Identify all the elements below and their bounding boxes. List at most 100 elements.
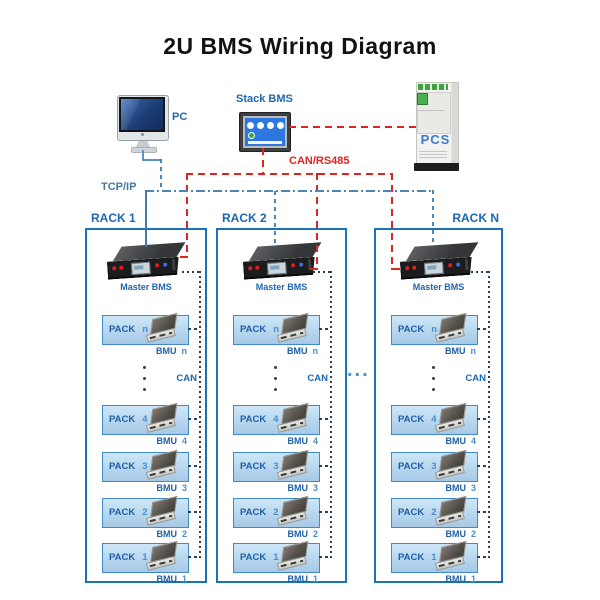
can-rs485-label: CAN/RS485 — [289, 155, 350, 167]
pack-connector — [319, 556, 330, 558]
wire-pc-elbow — [142, 159, 162, 161]
pack-connector — [477, 418, 488, 420]
stack-bms-button — [247, 122, 254, 129]
racks-ellipsis: ... — [347, 359, 370, 381]
server-rack-ear — [172, 259, 176, 270]
daisy-chain-line — [330, 271, 332, 558]
pack-connector — [319, 511, 330, 513]
bmu-device-icon — [273, 312, 312, 345]
wire-can-tick-rackn — [391, 268, 400, 270]
can-label: CAN — [307, 373, 328, 384]
connector-dot — [412, 266, 416, 270]
wire-tcpip-drop-rack2 — [274, 191, 276, 245]
daisy-chain-line — [313, 271, 331, 273]
ellipsis-dot — [274, 366, 277, 369]
pcs-panel-line — [417, 110, 444, 111]
pc-stand — [136, 141, 150, 147]
bmu-device-icon — [142, 495, 181, 528]
bmu-device-icon — [142, 449, 181, 482]
pcs-label: PCS — [420, 132, 451, 147]
pcs-breakers — [418, 84, 448, 90]
bmu-device-icon — [142, 540, 181, 573]
pc-label: PC — [172, 111, 188, 123]
pcs-vents — [419, 149, 447, 158]
can-label: CAN — [176, 373, 197, 384]
ellipsis-dot — [274, 388, 277, 391]
pack-connector — [319, 328, 330, 330]
pack-connector — [477, 511, 488, 513]
stack-bms-label: Stack BMS — [236, 93, 293, 105]
wire-can-drop-rack2 — [316, 173, 318, 270]
master-bms-label: Master BMS — [412, 282, 465, 292]
connector-dot — [299, 263, 303, 267]
daisy-chain-line — [488, 271, 490, 558]
ellipsis-dot — [432, 377, 435, 380]
server-rack-ear — [464, 259, 468, 270]
stack-bms-bottom-bar — [248, 141, 282, 144]
connector-dot — [456, 263, 460, 267]
pack-connector — [188, 328, 199, 330]
connector-dot — [163, 263, 167, 267]
wire-pc-down — [142, 150, 144, 161]
wire-can-drop-rack1 — [186, 173, 188, 258]
bmu-device-icon — [431, 402, 470, 435]
can-label: CAN — [465, 373, 486, 384]
stack-bms-status-led — [248, 132, 255, 139]
ellipsis-dot — [143, 377, 146, 380]
bmu-device-icon — [273, 402, 312, 435]
bmu-device-icon — [142, 402, 181, 435]
stack-bms-button — [257, 122, 264, 129]
server-lcd — [266, 262, 286, 275]
ellipsis-dot — [432, 388, 435, 391]
pack-connector — [188, 556, 199, 558]
bmu-device-icon — [273, 540, 312, 573]
pcs-display — [417, 93, 428, 105]
bmu-device-icon — [431, 540, 470, 573]
stack-bms-device-icon — [239, 112, 291, 152]
daisy-chain-line — [199, 271, 201, 558]
pcs-base — [414, 163, 459, 171]
stack-bms-screen — [245, 118, 285, 146]
wire-pc-to-bus — [160, 159, 162, 191]
daisy-chain-line — [182, 271, 200, 273]
bmu-device-icon — [431, 449, 470, 482]
ellipsis-dot — [432, 366, 435, 369]
server-lcd — [131, 262, 151, 275]
rack-title: RACK 2 — [222, 211, 267, 225]
bmu-device-icon — [273, 449, 312, 482]
master-bms-label: Master BMS — [255, 282, 308, 292]
stack-bms-button — [277, 122, 284, 129]
